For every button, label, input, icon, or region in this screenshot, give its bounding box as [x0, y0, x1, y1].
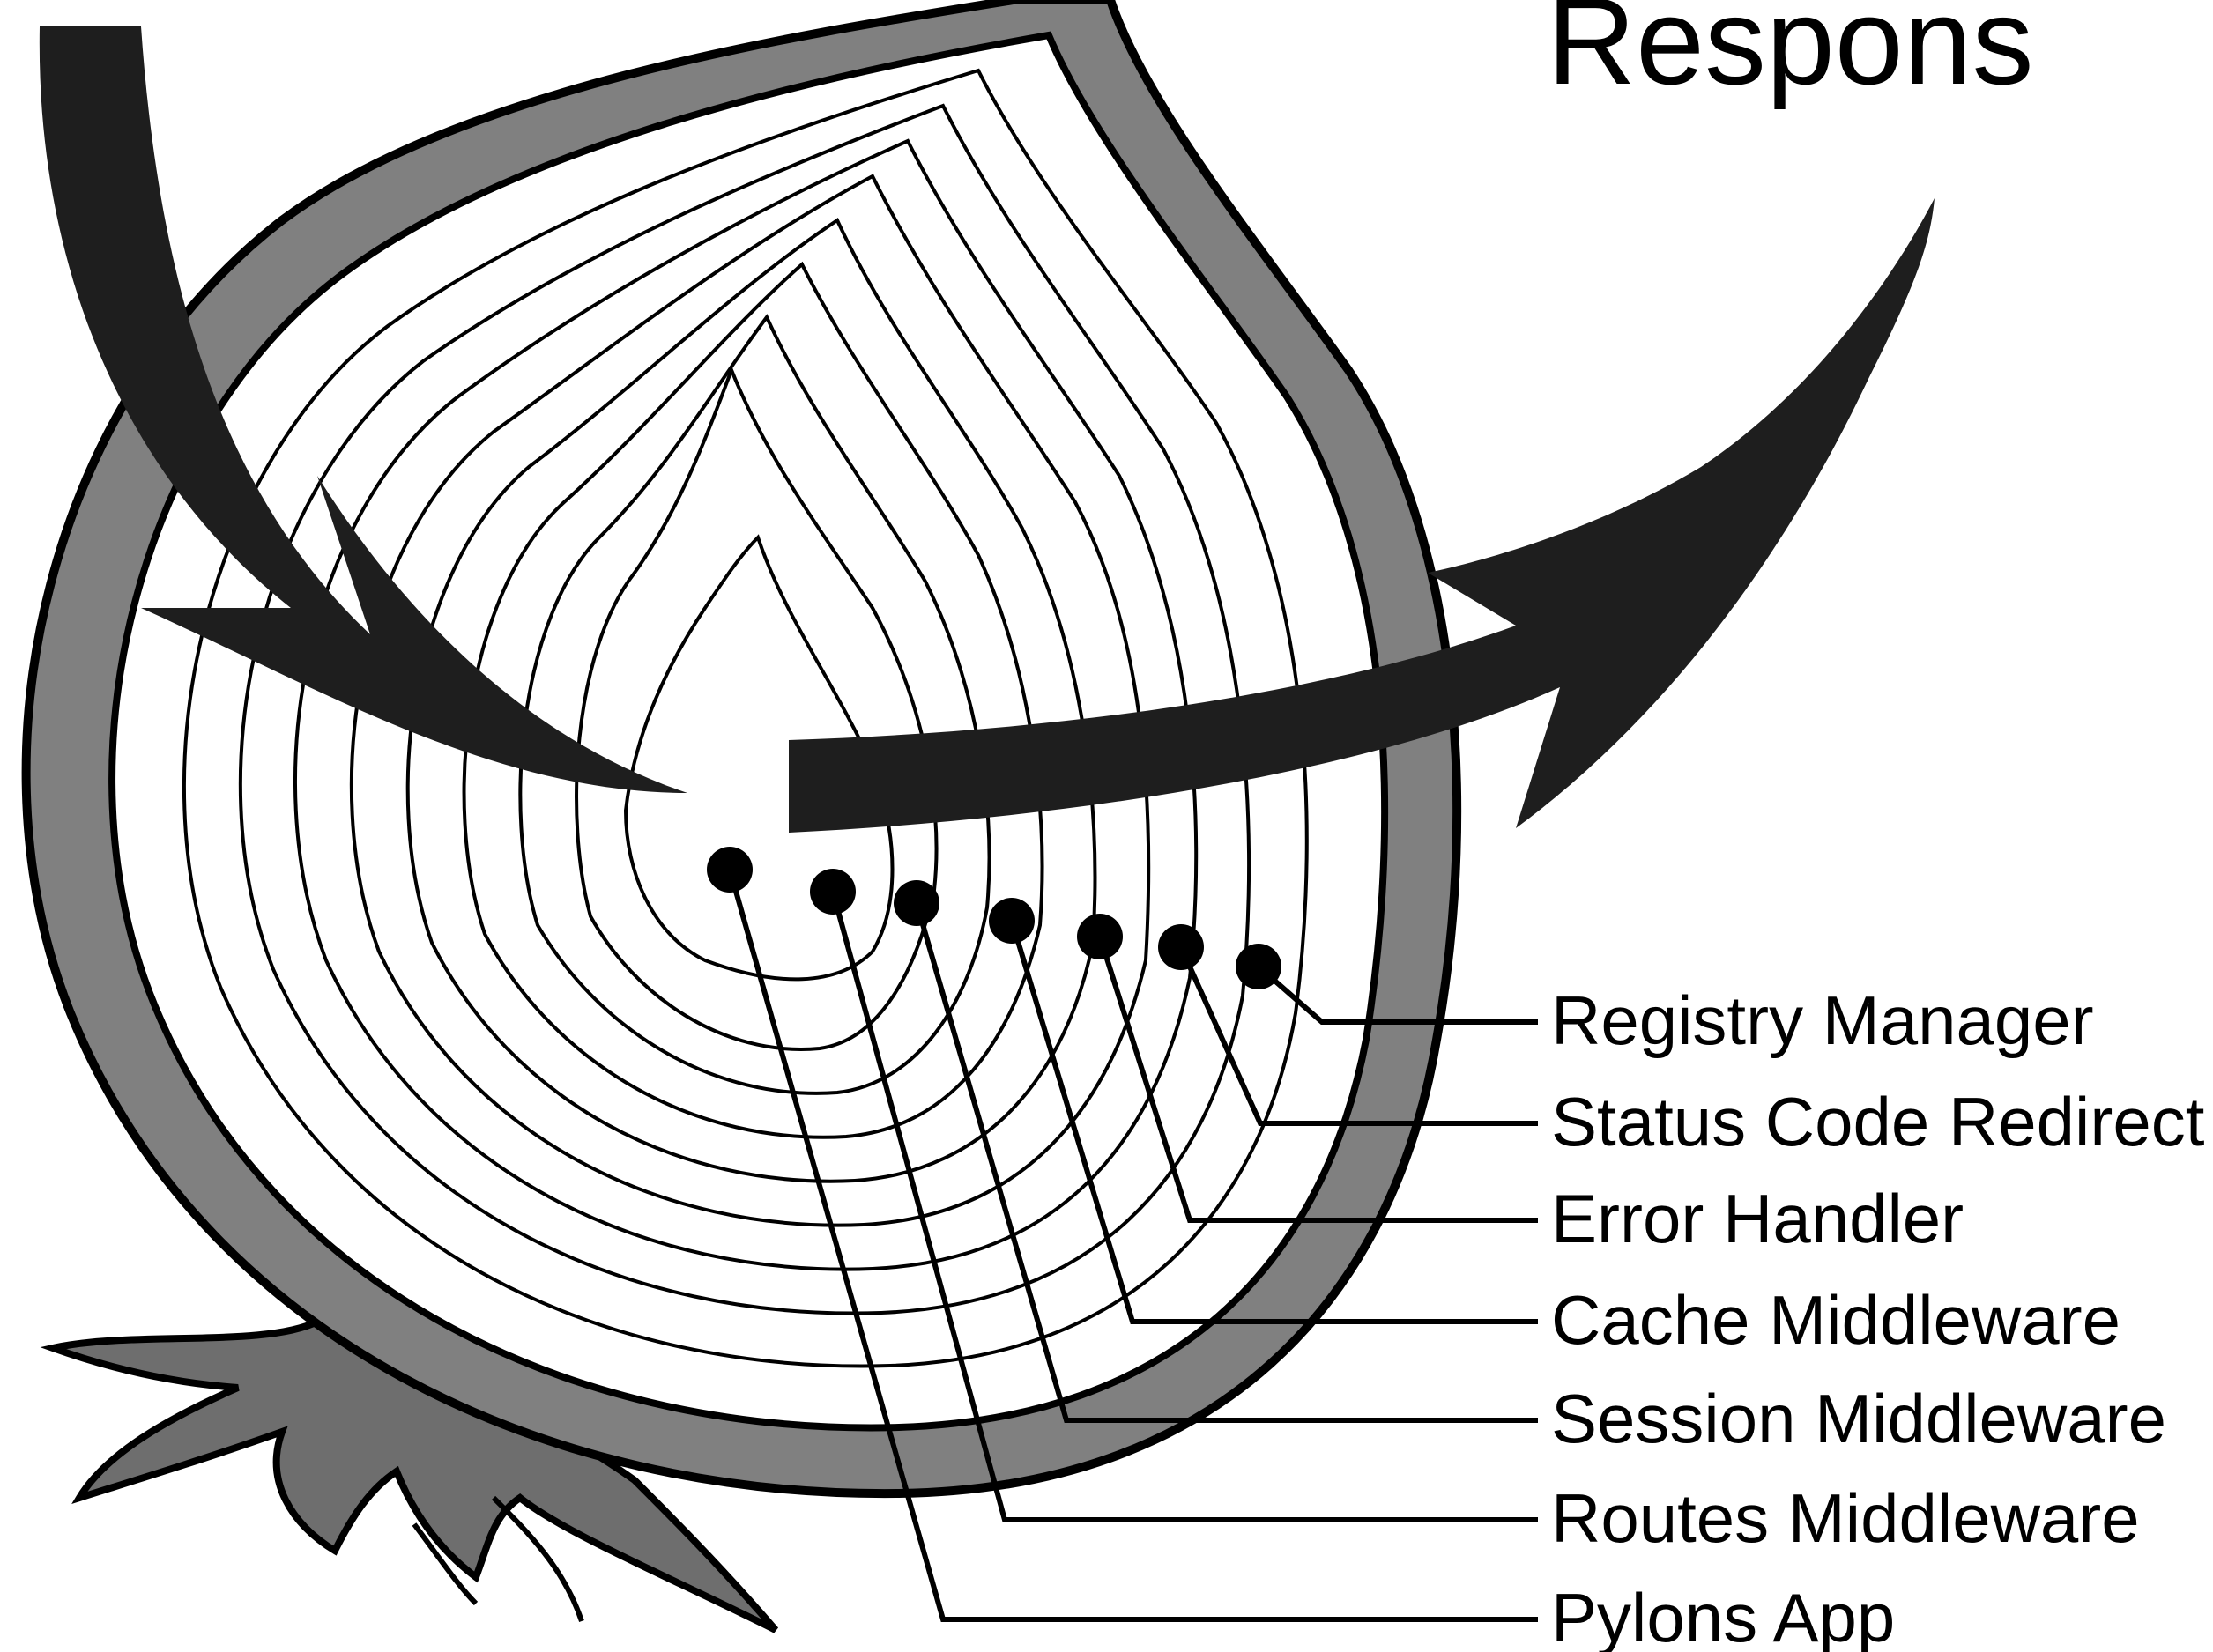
dot-registry-manager [1236, 944, 1281, 989]
dot-pylons-app [707, 847, 753, 893]
leader-cache-middleware [1009, 920, 1538, 1324]
label-pylons-app: Pylons App [1551, 1579, 1895, 1652]
label-session-middleware: Session Middleware [1551, 1380, 2166, 1457]
onion-rings [182, 68, 1309, 1368]
dot-session-middleware [894, 880, 939, 926]
leader-routes-middleware [830, 891, 1538, 1522]
leader-status-code-redirect [1178, 945, 1538, 1126]
dot-cache-middleware [989, 898, 1035, 944]
layer-leaders [707, 847, 1538, 1622]
response-heading: Respons [1547, 0, 2034, 110]
label-error-handler: Error Handler [1551, 1180, 1964, 1257]
leader-session-middleware [914, 902, 1538, 1423]
request-arrow [39, 26, 687, 793]
dot-routes-middleware [810, 869, 856, 915]
layer-labels: Registry Manager Status Code Redirect Er… [1551, 982, 2205, 1652]
onion-roots [40, 1317, 779, 1633]
leader-pylons-app [727, 869, 1538, 1622]
leader-error-handler [1097, 936, 1538, 1223]
onion-flesh [108, 31, 1389, 1432]
response-arrow [789, 198, 1935, 833]
leader-registry-manager [1257, 964, 1538, 1025]
dot-error-handler [1077, 914, 1123, 959]
label-routes-middleware: Routes Middleware [1551, 1479, 2140, 1557]
label-status-code-redirect: Status Code Redirect [1551, 1083, 2205, 1160]
label-registry-manager: Registry Manager [1551, 982, 2094, 1059]
label-cache-middleware: Cache Middleware [1551, 1281, 2120, 1359]
dot-status-code-redirect [1158, 924, 1204, 970]
